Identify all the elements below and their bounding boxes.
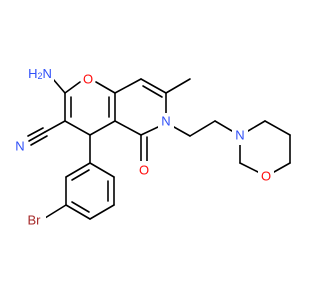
bond xyxy=(140,78,167,94)
bond xyxy=(114,78,142,94)
bond xyxy=(165,78,191,94)
carbonyl-oxygen-label: O xyxy=(139,163,149,178)
structure-drawing: H2N O N N O N O Br xyxy=(12,65,291,229)
bond xyxy=(28,131,46,142)
bond xyxy=(89,120,116,136)
bond xyxy=(173,126,191,137)
bond xyxy=(44,204,67,219)
bond xyxy=(239,162,259,173)
bond xyxy=(89,162,115,178)
bond xyxy=(27,127,44,137)
bond xyxy=(189,120,216,137)
bond xyxy=(247,120,266,132)
bond xyxy=(114,120,142,136)
bond xyxy=(30,135,48,146)
bond xyxy=(140,126,159,136)
atom-labels: H2N O N N O N O Br xyxy=(12,65,274,229)
bonds xyxy=(27,78,291,220)
bond xyxy=(71,169,90,181)
bond xyxy=(95,81,116,94)
nitrile-nitrogen-label: N xyxy=(15,139,24,154)
molecule-diagram: H2N O N N O N O Br xyxy=(12,65,291,229)
bond xyxy=(64,81,81,94)
bond xyxy=(65,162,91,178)
bond xyxy=(89,204,115,220)
bond xyxy=(71,201,90,213)
bond xyxy=(214,120,233,132)
bond xyxy=(273,162,291,173)
morpholine-oxygen-label: O xyxy=(261,169,271,184)
bond xyxy=(52,78,66,94)
bond xyxy=(65,204,91,220)
lactam-nitrogen-label: N xyxy=(161,114,170,129)
amino-label: H2N xyxy=(28,66,52,82)
ring-oxygen-label: O xyxy=(83,72,93,87)
morpholine-nitrogen-label: N xyxy=(235,128,244,143)
bond xyxy=(44,120,66,133)
bromine-label: Br xyxy=(28,213,42,228)
bond xyxy=(64,120,91,136)
bond xyxy=(264,120,291,136)
bond xyxy=(142,85,163,98)
